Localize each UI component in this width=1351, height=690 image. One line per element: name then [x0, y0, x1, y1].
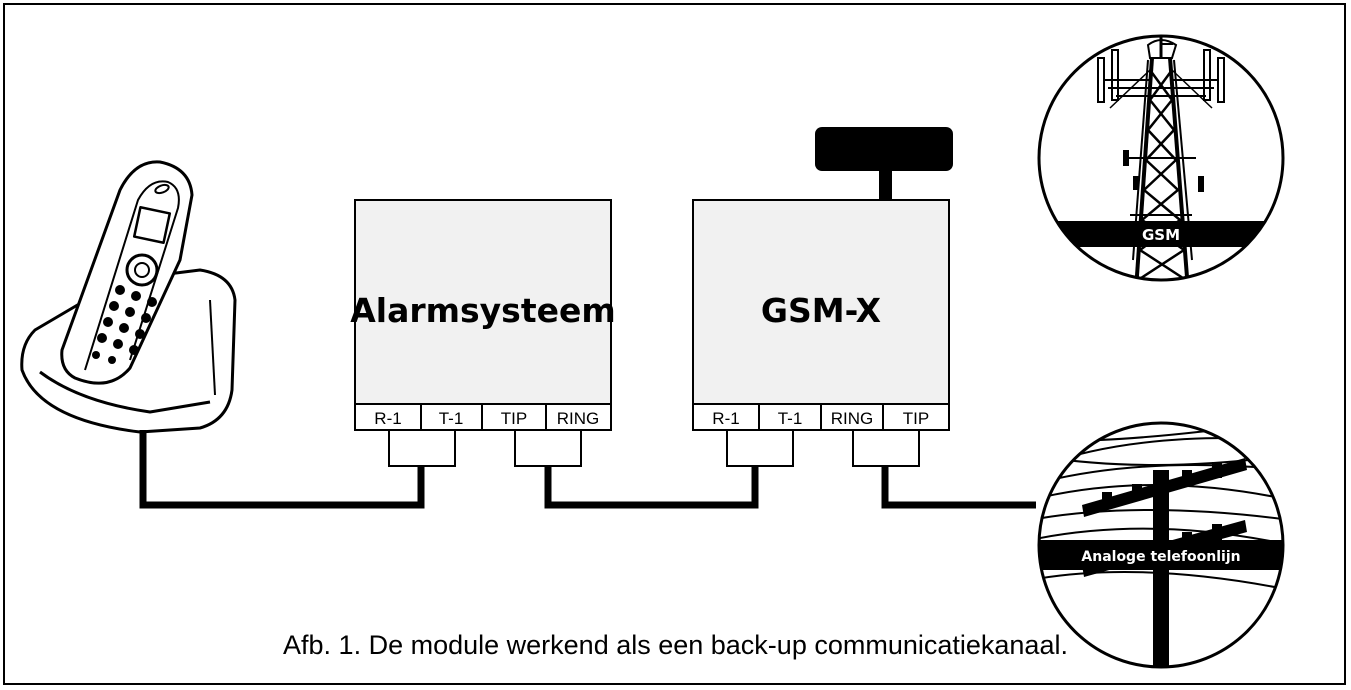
- wire-gsmx-to-line: [881, 466, 1036, 509]
- antenna-icon: [815, 127, 953, 171]
- alarm-terminal-strip: R-1 T-1 TIP RING: [354, 403, 612, 431]
- gsmx-terminal-t1: T-1: [778, 409, 803, 428]
- alarm-terminal-t1: T-1: [439, 409, 464, 428]
- wire-phone-to-alarm: [139, 430, 425, 509]
- gsm-band-label: GSM: [1142, 226, 1180, 244]
- gsmx-box: GSM-X R-1 T-1 RING TIP: [692, 127, 953, 467]
- alarm-terminal-r1: R-1: [374, 409, 401, 428]
- wiring: [139, 430, 1036, 509]
- gsmx-terminal-strip: R-1 T-1 RING TIP: [692, 403, 950, 431]
- alarm-terminal-ring: RING: [557, 409, 600, 428]
- figure-frame: [3, 3, 1346, 685]
- gsmx-title: GSM-X: [761, 291, 881, 330]
- gsmx-connector-right: [852, 429, 920, 467]
- telephone-keypad: [92, 285, 157, 364]
- telephone-icon: [20, 160, 237, 434]
- gsm-band: [1039, 221, 1283, 247]
- alarm-connector-left: [388, 429, 456, 467]
- telephone-pole-icon: Analoge telefoonlijn: [1037, 421, 1285, 669]
- alarm-system-box: Alarmsysteem R-1 T-1 TIP RING: [350, 199, 616, 467]
- gsm-tower-icon: GSM: [1037, 34, 1285, 282]
- alarm-system-title: Alarmsysteem: [350, 291, 616, 330]
- wire-alarm-to-gsmx: [544, 466, 759, 509]
- figure-caption: Afb. 1. De module werkend als een back-u…: [283, 630, 1068, 660]
- phone-line-band: [1039, 540, 1283, 570]
- gsmx-terminal-tip: TIP: [903, 409, 929, 428]
- alarm-connector-right: [514, 429, 582, 467]
- phone-line-band-label: Analoge telefoonlijn: [1081, 549, 1240, 565]
- gsmx-terminal-r1: R-1: [712, 409, 739, 428]
- gsmx-connector-left: [726, 429, 794, 467]
- gsmx-terminal-ring: RING: [831, 409, 874, 428]
- alarm-terminal-tip: TIP: [501, 409, 527, 428]
